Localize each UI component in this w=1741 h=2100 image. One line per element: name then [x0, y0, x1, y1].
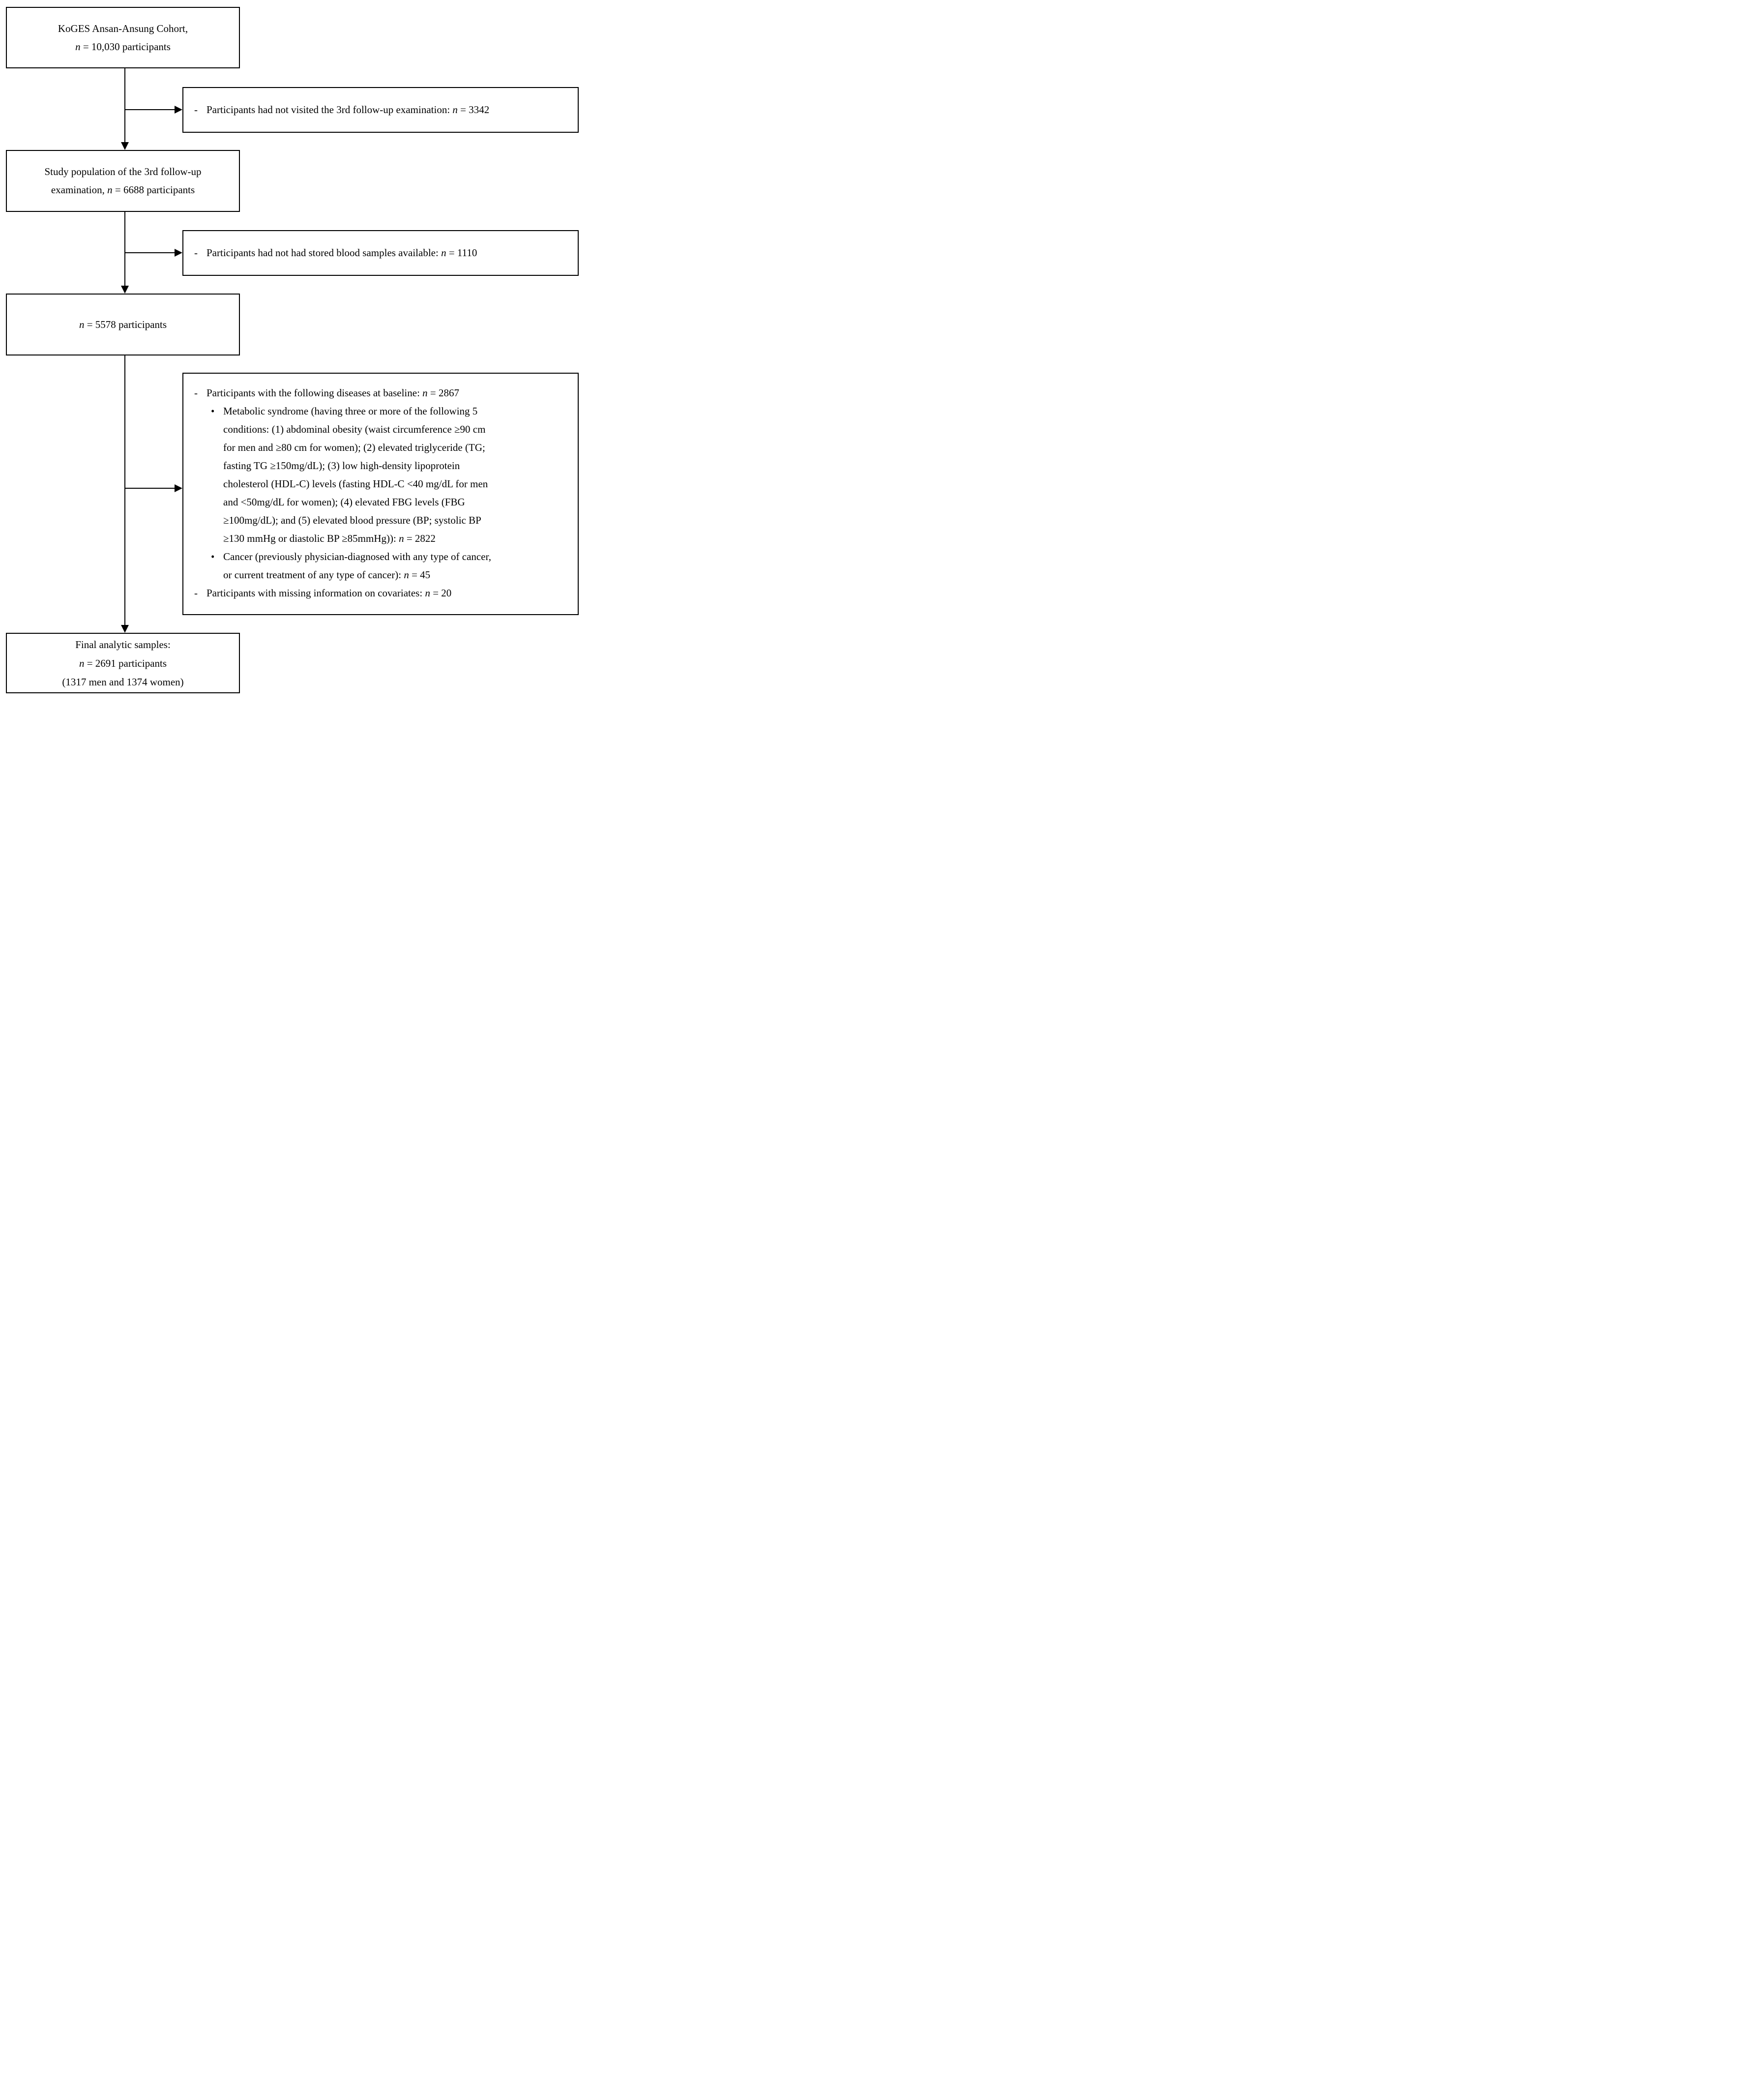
exclusion-text: and <50mg/dL for women); (4) elevated FB… [223, 496, 465, 508]
exclusion-text: ≥100mg/dL); and (5) elevated blood press… [223, 514, 481, 526]
box-not-visited: - Participants had not visited the 3rd f… [182, 87, 579, 133]
exclusion-item: - Participants had not visited the 3rd f… [183, 101, 578, 119]
exclusion-text-line: ≥100mg/dL); and (5) elevated blood press… [183, 511, 578, 530]
exclusion-text-line: ≥130 mmHg or diastolic BP ≥85mmHg)): n =… [183, 530, 578, 548]
box-remaining: n = 5578 participants [6, 294, 240, 355]
box-cohort: KoGES Ansan-Ansung Cohort, n = 10,030 pa… [6, 7, 240, 68]
exclusion-text: fasting TG ≥150mg/dL); (3) low high-dens… [223, 460, 460, 472]
exclusion-subitem: • Metabolic syndrome (having three or mo… [183, 402, 578, 420]
connector-branch-no-blood [124, 252, 175, 253]
box-remaining-line-1: n = 5578 participants [79, 318, 167, 330]
box-study-line-1: Study population of the 3rd follow-up [44, 166, 202, 177]
box-study-population: Study population of the 3rd follow-up ex… [6, 150, 240, 212]
exclusion-text: Participants with missing information on… [207, 587, 452, 599]
exclusion-text-line: fasting TG ≥150mg/dL); (3) low high-dens… [183, 457, 578, 475]
dash-marker: - [194, 104, 198, 116]
exclusion-text: or current treatment of any type of canc… [223, 569, 431, 581]
box-final-line-3: (1317 men and 1374 women) [62, 676, 184, 688]
box-no-blood-samples: - Participants had not had stored blood … [182, 230, 579, 276]
exclusion-subitem: • Cancer (previously physician-diagnosed… [183, 548, 578, 566]
exclusion-text-line: and <50mg/dL for women); (4) elevated FB… [183, 493, 578, 511]
arrowhead-down-final [121, 625, 129, 633]
flow-diagram: KoGES Ansan-Ansung Cohort, n = 10,030 pa… [0, 0, 581, 700]
exclusion-text-line: or current treatment of any type of canc… [183, 566, 578, 584]
connector-study-to-remaining [124, 212, 125, 286]
exclusion-text-line: for men and ≥80 cm for women); (2) eleva… [183, 439, 578, 457]
box-study-line-2: examination, n = 6688 participants [51, 184, 195, 196]
box-exclusions: - Participants with the following diseas… [182, 373, 579, 615]
exclusion-text: Participants with the following diseases… [207, 387, 459, 399]
arrowhead-right-exclusions [175, 484, 182, 492]
exclusion-text: Participants had not visited the 3rd fol… [207, 104, 490, 116]
exclusion-text: for men and ≥80 cm for women); (2) eleva… [223, 442, 485, 453]
box-final-line-1: Final analytic samples: [75, 638, 171, 651]
exclusion-text-line: conditions: (1) abdominal obesity (waist… [183, 420, 578, 439]
exclusion-text: Participants had not had stored blood sa… [207, 247, 477, 259]
connector-cohort-to-study [124, 68, 125, 142]
dash-marker: - [194, 587, 198, 599]
bullet-marker: • [211, 551, 215, 562]
arrowhead-down-study [121, 142, 129, 150]
connector-branch-exclusions [124, 488, 175, 489]
box-cohort-line-1: KoGES Ansan-Ansung Cohort, [58, 22, 188, 34]
exclusion-item: - Participants with missing information … [183, 584, 578, 602]
exclusion-text: Metabolic syndrome (having three or more… [223, 405, 478, 417]
box-final-line-2: n = 2691 participants [79, 657, 167, 669]
exclusion-item: - Participants had not had stored blood … [183, 244, 578, 262]
arrowhead-down-remaining [121, 286, 129, 294]
connector-remaining-to-final [124, 355, 125, 625]
exclusion-text: conditions: (1) abdominal obesity (waist… [223, 423, 486, 435]
exclusion-item: - Participants with the following diseas… [183, 384, 578, 402]
box-cohort-line-2: n = 10,030 participants [75, 40, 171, 53]
dash-marker: - [194, 247, 198, 259]
exclusion-text: Cancer (previously physician-diagnosed w… [223, 551, 491, 562]
arrowhead-right-not-visited [175, 106, 182, 114]
exclusion-text: ≥130 mmHg or diastolic BP ≥85mmHg)): n =… [223, 532, 436, 544]
exclusion-text: cholesterol (HDL-C) levels (fasting HDL-… [223, 478, 488, 490]
exclusion-text-line: cholesterol (HDL-C) levels (fasting HDL-… [183, 475, 578, 493]
arrowhead-right-no-blood [175, 249, 182, 257]
connector-branch-not-visited [124, 109, 175, 110]
box-final: Final analytic samples: n = 2691 partici… [6, 633, 240, 693]
dash-marker: - [194, 387, 198, 399]
bullet-marker: • [211, 405, 215, 417]
